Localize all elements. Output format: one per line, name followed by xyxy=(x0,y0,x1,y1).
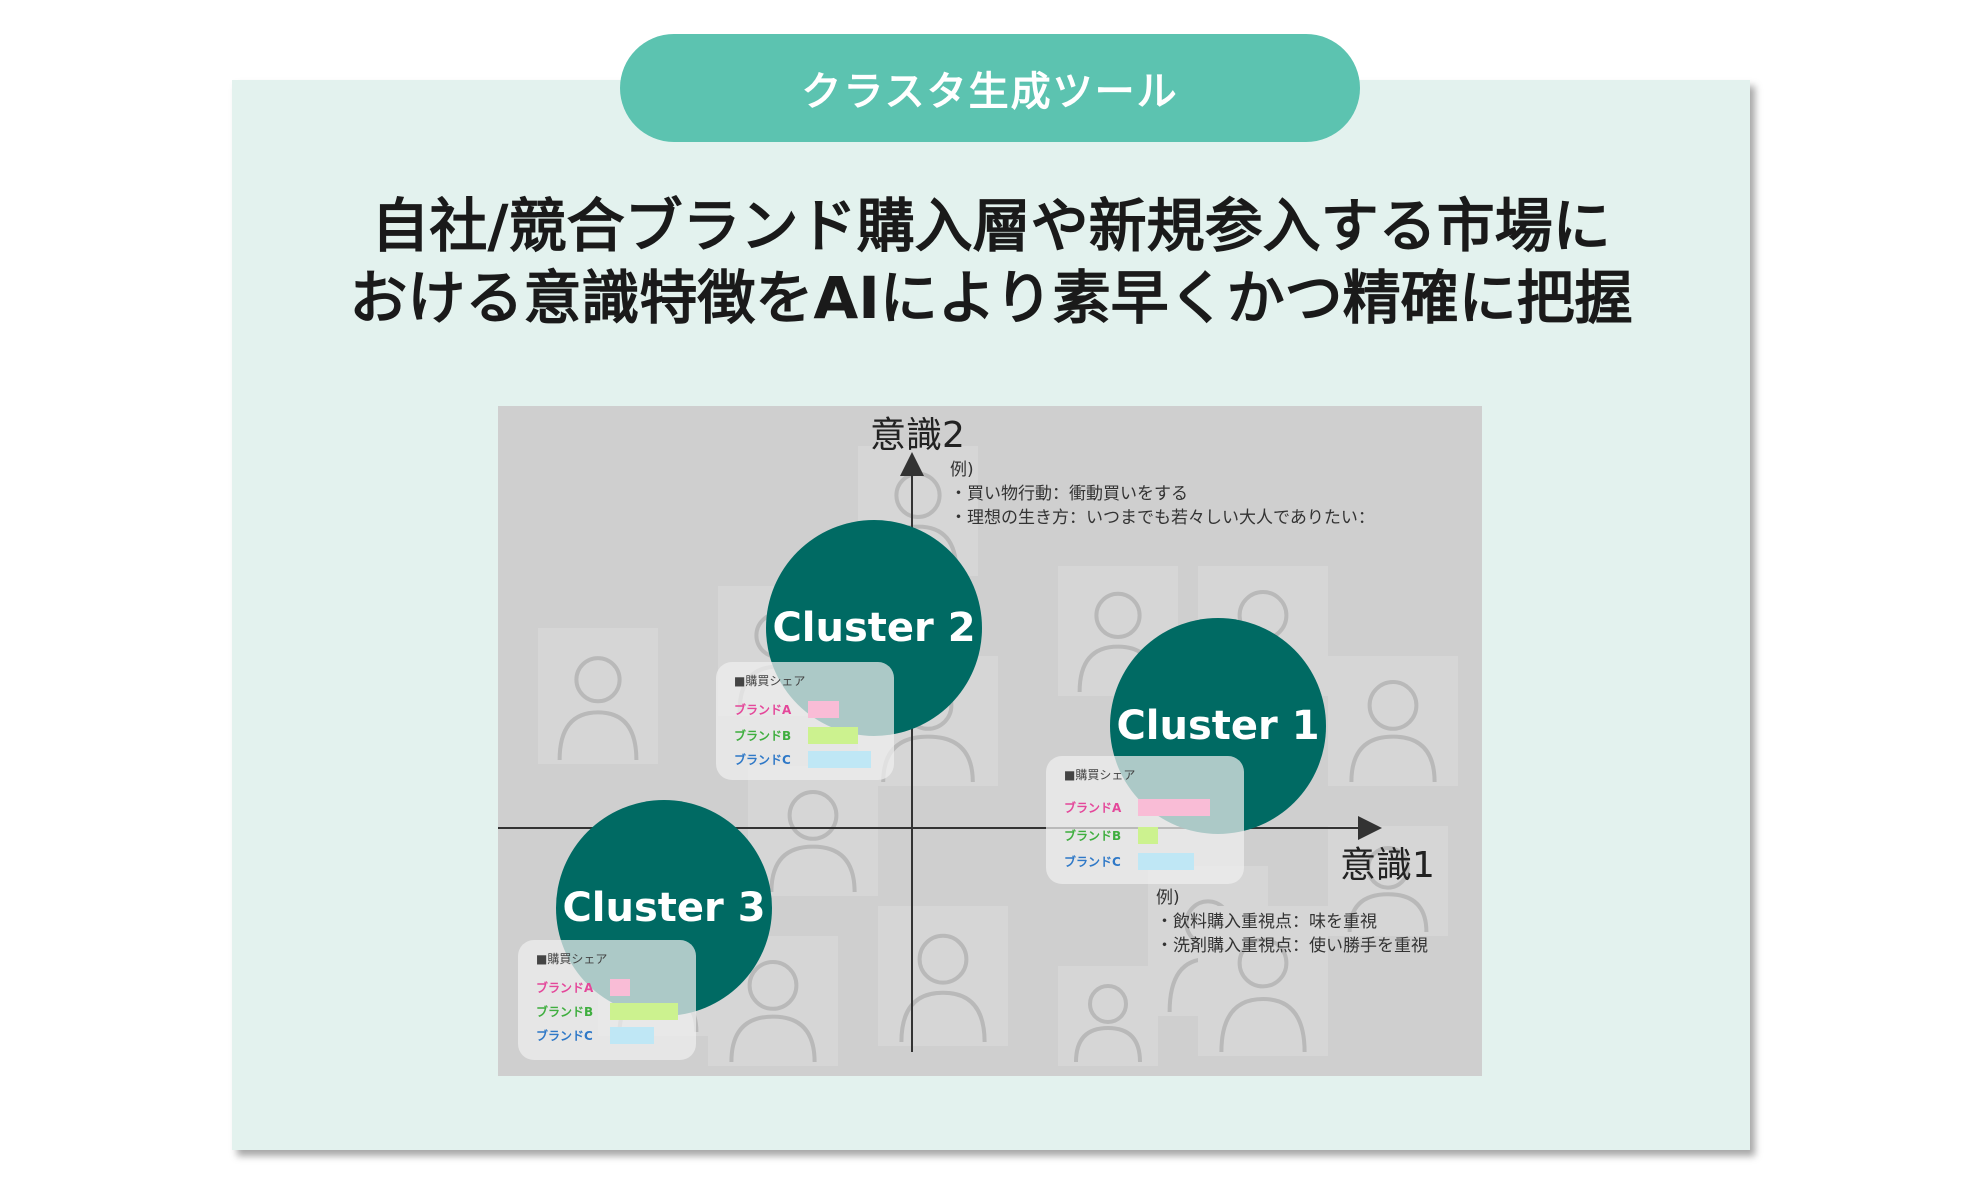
background-tile xyxy=(1198,906,1328,1056)
person-icon xyxy=(1347,846,1429,933)
share-row: ブランドC xyxy=(1064,852,1194,870)
x-axis-label: 意識1 xyxy=(1340,845,1435,886)
background-tile xyxy=(878,906,1008,1046)
share-row: ブランドB xyxy=(734,726,858,744)
brand-label: ブランドA xyxy=(734,702,792,717)
person-icon xyxy=(899,933,987,1043)
background-tile xyxy=(748,766,878,896)
share-row: ブランドA xyxy=(1064,798,1210,816)
share-row: ブランドC xyxy=(734,750,871,768)
background-tile xyxy=(1058,966,1158,1066)
share-title: ■購買シェア xyxy=(536,952,608,966)
brand-label: ブランドC xyxy=(734,752,791,767)
share-title: ■購買シェア xyxy=(734,674,806,688)
share-bar xyxy=(1138,826,1158,844)
share-bar xyxy=(610,978,630,996)
share-bar xyxy=(808,750,871,768)
share-bar xyxy=(610,1002,678,1020)
person-icon xyxy=(1074,984,1142,1063)
share-bar xyxy=(1138,852,1194,870)
background-tile xyxy=(1328,826,1448,936)
brand-label: ブランドA xyxy=(536,980,594,995)
brand-label: ブランドB xyxy=(734,728,792,743)
title-badge: クラスタ生成ツール xyxy=(620,34,1360,142)
person-icon xyxy=(1349,680,1437,783)
share-row: ブランドC xyxy=(536,1026,654,1044)
share-row: ブランドB xyxy=(536,1002,678,1020)
headline-line-2: おける意識特徴をAIにより素早くかつ精確に把握 xyxy=(349,264,1633,332)
y-axis-example: 例) ・買い物行動：衝動買いをする ・理想の生き方：いつまでも若々しい大人であり… xyxy=(950,460,1375,528)
brand-label: ブランドB xyxy=(536,1004,594,1019)
share-row: ブランドA xyxy=(734,700,839,718)
headline-line-1: 自社/競合ブランド購入層や新規参入する市場に xyxy=(371,192,1611,260)
cluster-3-share-box: ■購買シェアブランドA ブランドB ブランドC xyxy=(518,940,696,1060)
share-bar xyxy=(1138,798,1210,816)
share-bar xyxy=(610,1026,654,1044)
brand-label: ブランドB xyxy=(1064,828,1122,843)
background-tile xyxy=(1328,656,1458,786)
brand-label: ブランドC xyxy=(536,1028,593,1043)
x-axis-example: 例) ・飲料購入重視点：味を重視 ・洗剤購入重視点：使い勝手を重視 xyxy=(1156,888,1428,956)
share-bar xyxy=(808,700,839,718)
brand-label: ブランドA xyxy=(1064,800,1122,815)
person-icon xyxy=(729,960,817,1063)
cluster-1-share-box: ■購買シェアブランドA ブランドB ブランドC xyxy=(1046,756,1244,884)
person-icon xyxy=(1219,937,1307,1053)
share-row: ブランドB xyxy=(1064,826,1158,844)
share-bar xyxy=(808,726,858,744)
person-icon xyxy=(769,790,857,893)
y-axis-label: 意識2 xyxy=(870,415,965,456)
cluster-2-share-box: ■購買シェアブランドA ブランドB ブランドC xyxy=(716,662,894,780)
person-icon xyxy=(557,656,639,761)
brand-label: ブランドC xyxy=(1064,854,1121,869)
background-tile xyxy=(538,628,658,764)
share-title: ■購買シェア xyxy=(1064,768,1136,782)
cluster-diagram: 意識2 意識1 例) ・買い物行動：衝動買いをする ・理想の生き方：いつまでも若… xyxy=(498,406,1482,1076)
share-row: ブランドA xyxy=(536,978,630,996)
